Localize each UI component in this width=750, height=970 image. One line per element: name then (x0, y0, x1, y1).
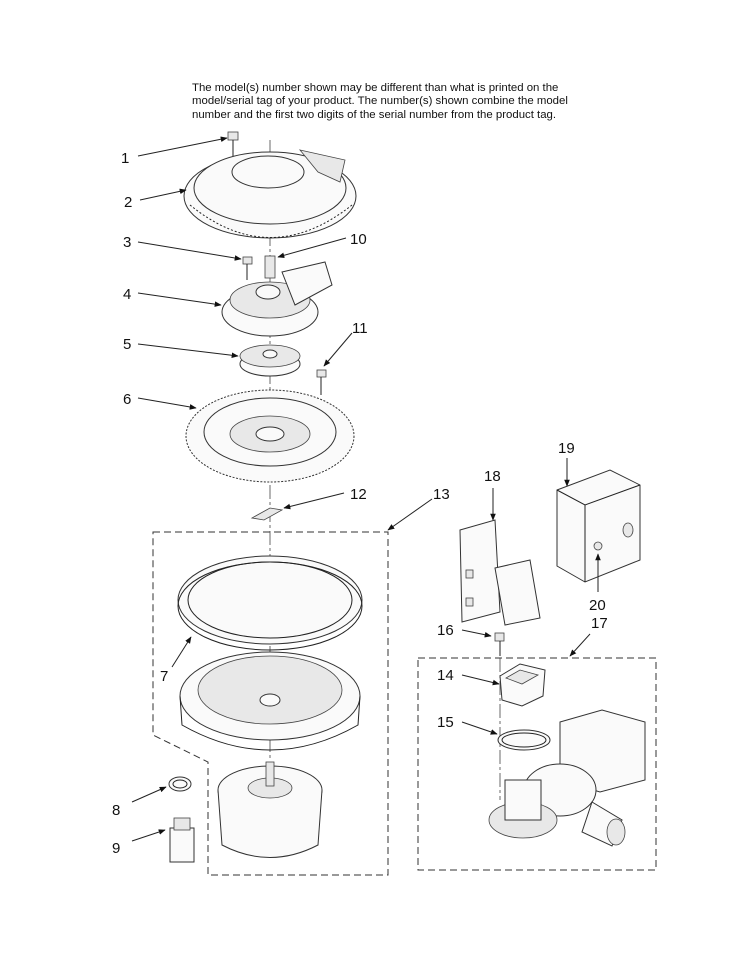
callout-20: 20 (589, 597, 606, 614)
disclaimer-line-3: number and the first two digits of the s… (192, 108, 557, 121)
leader-lines (131, 136, 601, 842)
part-6-filter-plate (185, 389, 355, 483)
callout-1: 1 (121, 150, 129, 167)
callout-19: 19 (558, 440, 575, 457)
drain-pump (488, 709, 646, 847)
disclaimer-line-2: model/serial tag of your product. The nu… (192, 95, 568, 108)
callout-10: 10 (350, 231, 367, 248)
part-3-screw (242, 256, 253, 280)
callout-13: 13 (433, 486, 450, 503)
part-18-bracket (459, 519, 541, 626)
callout-6: 6 (123, 391, 131, 408)
part-15-o-ring (497, 729, 551, 751)
callout-18: 18 (484, 468, 501, 485)
callout-16: 16 (437, 622, 454, 639)
assembly-13-outline (152, 531, 389, 876)
callout-9: 9 (112, 840, 120, 857)
part-7-seal-ring (177, 555, 363, 651)
part-8-o-ring (168, 776, 192, 792)
part-11-screw (316, 369, 327, 395)
part-12-gasket (250, 507, 284, 521)
motor (217, 761, 323, 858)
part-4-pump-housing (221, 261, 333, 337)
part-14-pump-cap (499, 663, 546, 707)
callout-4: 4 (123, 286, 131, 303)
part-20-screw (593, 541, 603, 551)
part-10-spacer (264, 255, 276, 279)
callout-2: 2 (124, 194, 132, 211)
part-5-impeller (239, 344, 301, 377)
part-13-lower-housing (179, 651, 361, 751)
callout-7: 7 (160, 668, 168, 685)
disclaimer-line-1: The model(s) number shown may be differe… (192, 82, 559, 94)
callout-14: 14 (437, 667, 454, 684)
assembly-17-outline (417, 657, 657, 871)
callout-12: 12 (350, 486, 367, 503)
callout-17: 17 (591, 615, 608, 632)
callout-11: 11 (352, 320, 368, 337)
disclaimer-note: The model(s) number shown may be differe… (192, 82, 612, 122)
part-19-cover (556, 469, 641, 583)
part-2-filter-cover (183, 149, 357, 239)
callout-3: 3 (123, 234, 131, 251)
part-16-screw (494, 632, 505, 656)
part-9-connector (169, 817, 195, 863)
callout-5: 5 (123, 336, 131, 353)
callout-8: 8 (112, 802, 120, 819)
callout-15: 15 (437, 714, 454, 731)
